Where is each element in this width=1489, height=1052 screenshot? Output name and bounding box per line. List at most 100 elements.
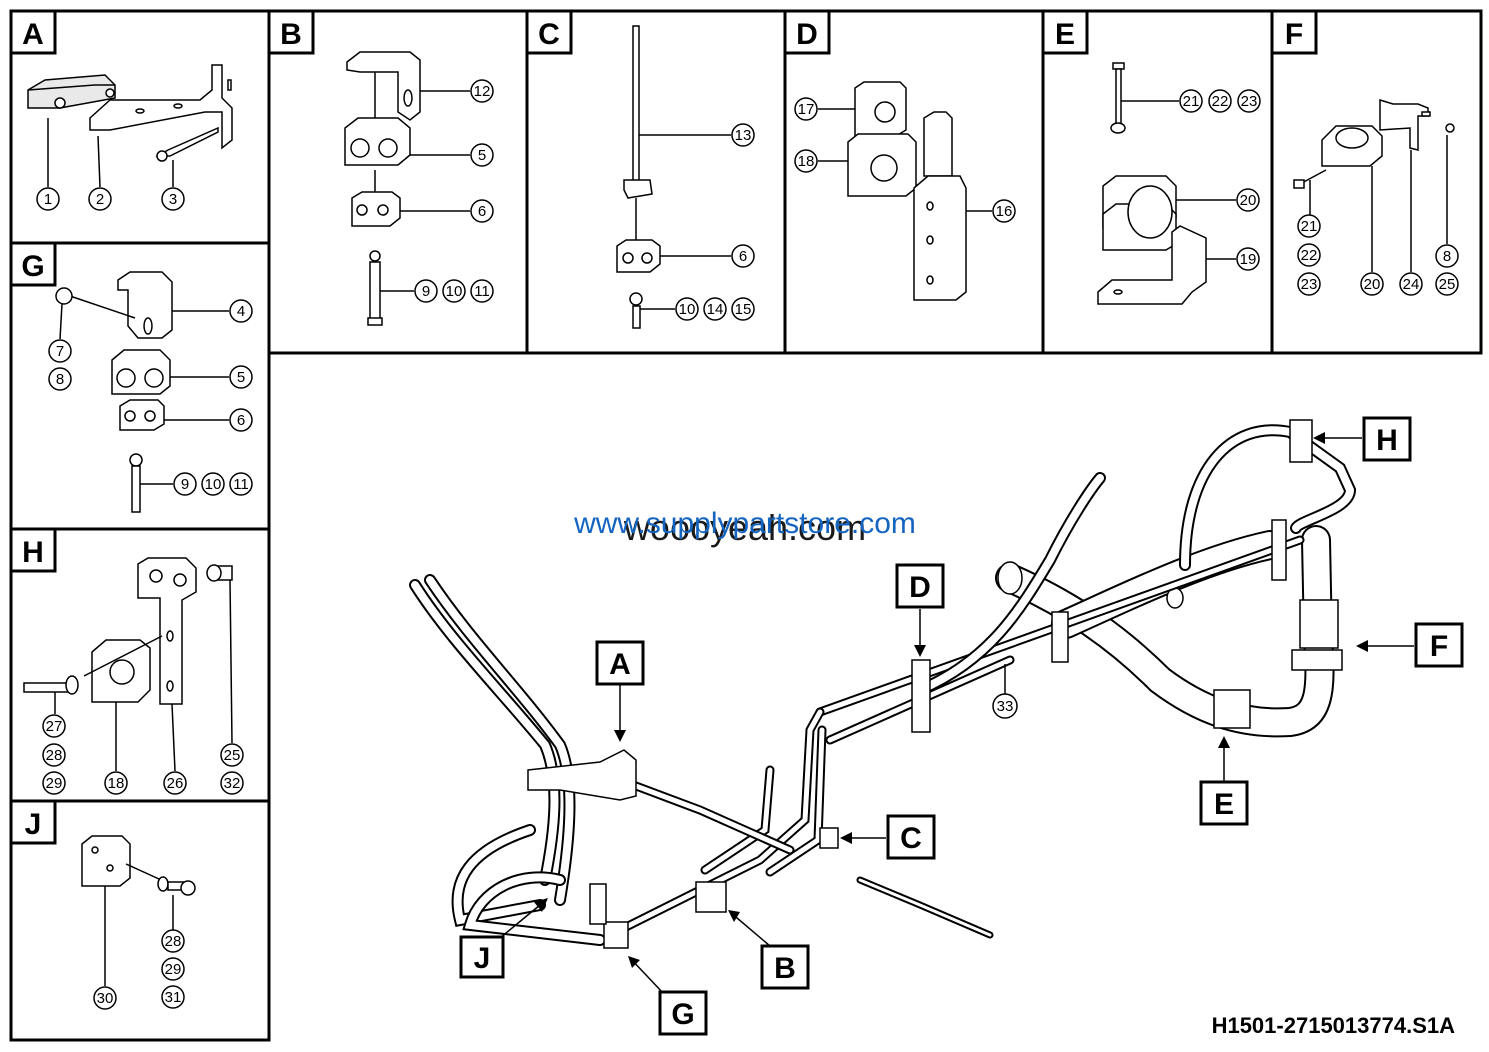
- svg-text:10: 10: [679, 301, 696, 318]
- svg-text:10: 10: [205, 476, 222, 493]
- main-callout-h: H: [1313, 416, 1412, 462]
- svg-text:27: 27: [46, 718, 63, 735]
- svg-text:30: 30: [97, 990, 114, 1007]
- panel-c-frame: [525, 9, 787, 355]
- main-callout-g: G: [628, 956, 708, 1036]
- panel-e-label: E: [1041, 9, 1089, 55]
- svg-text:E: E: [1214, 788, 1234, 821]
- svg-text:H: H: [22, 536, 44, 569]
- panel-h-callouts: 27 28 29 18 26 25 32: [42, 579, 244, 795]
- svg-text:5: 5: [237, 369, 245, 386]
- svg-text:28: 28: [46, 747, 63, 764]
- svg-text:4: 4: [237, 303, 245, 320]
- svg-text:C: C: [538, 18, 560, 51]
- svg-text:B: B: [774, 952, 796, 985]
- svg-text:25: 25: [224, 747, 241, 764]
- main-callout-j: J: [459, 898, 548, 979]
- svg-text:J: J: [25, 808, 42, 841]
- main-callout-e: E: [1199, 736, 1249, 826]
- main-callout-d: D: [895, 563, 945, 657]
- svg-text:6: 6: [237, 412, 245, 429]
- svg-text:B: B: [280, 18, 302, 51]
- watermark-secondary: www.supplypartstore.com: [573, 507, 916, 540]
- svg-text:D: D: [909, 571, 931, 604]
- svg-text:28: 28: [165, 933, 182, 950]
- svg-text:7: 7: [56, 343, 64, 360]
- panel-j-callouts: 30 28 29 31: [93, 886, 185, 1010]
- svg-text:33: 33: [997, 698, 1014, 715]
- svg-text:32: 32: [224, 775, 241, 792]
- svg-text:21: 21: [1301, 218, 1318, 235]
- panel-f-frame: [1270, 9, 1483, 355]
- svg-text:11: 11: [233, 476, 249, 493]
- panel-c-drawing: [616, 25, 661, 329]
- svg-text:13: 13: [735, 127, 752, 144]
- svg-text:3: 3: [169, 191, 177, 208]
- svg-text:26: 26: [167, 775, 184, 792]
- panel-a-label: A: [9, 9, 57, 55]
- svg-text:F: F: [1285, 18, 1303, 51]
- panel-e-callouts: 21 22 23 20 19: [1121, 89, 1261, 271]
- svg-text:1: 1: [44, 191, 52, 208]
- svg-text:23: 23: [1241, 93, 1258, 110]
- panel-d-label: D: [783, 9, 831, 55]
- panel-f-label: F: [1270, 9, 1318, 55]
- svg-text:6: 6: [739, 248, 747, 265]
- svg-text:F: F: [1430, 630, 1448, 663]
- svg-text:22: 22: [1301, 247, 1318, 264]
- panel-g-drawing: [55, 271, 173, 513]
- svg-text:D: D: [796, 18, 818, 51]
- main-assembly: [409, 419, 1357, 949]
- svg-text:C: C: [900, 822, 922, 855]
- panel-j-drawing: [81, 835, 196, 896]
- panel-d-callouts: 17 18 16: [794, 97, 1016, 223]
- panel-h-drawing: [23, 557, 233, 705]
- svg-text:29: 29: [46, 775, 63, 792]
- svg-text:24: 24: [1403, 276, 1420, 293]
- svg-text:18: 18: [798, 153, 815, 170]
- svg-text:A: A: [22, 18, 44, 51]
- panel-f-callouts: 21 22 23 20 24 8 25: [1297, 135, 1459, 296]
- panel-h-label: H: [9, 527, 57, 573]
- svg-text:14: 14: [707, 301, 724, 318]
- panel-g-label: G: [9, 241, 57, 287]
- panel-b-drawing: [344, 51, 421, 326]
- svg-text:31: 31: [165, 989, 182, 1006]
- panel-d-drawing: [847, 81, 967, 301]
- svg-text:22: 22: [1212, 93, 1229, 110]
- svg-text:10: 10: [446, 283, 463, 300]
- svg-text:9: 9: [422, 283, 430, 300]
- svg-text:18: 18: [108, 775, 125, 792]
- svg-text:G: G: [21, 250, 44, 283]
- svg-text:25: 25: [1439, 276, 1456, 293]
- panel-a-drawing: [27, 64, 233, 162]
- svg-text:21: 21: [1183, 93, 1200, 110]
- svg-text:23: 23: [1301, 276, 1318, 293]
- svg-text:20: 20: [1364, 276, 1381, 293]
- svg-text:16: 16: [996, 203, 1013, 220]
- panel-f-drawing: [1293, 98, 1455, 189]
- panel-a-callouts: 1 2 3: [36, 118, 185, 211]
- main-callout-f: F: [1356, 622, 1464, 668]
- svg-text:J: J: [474, 942, 491, 975]
- main-callout-c: C: [840, 814, 936, 860]
- svg-text:17: 17: [798, 101, 815, 118]
- svg-text:E: E: [1055, 18, 1075, 51]
- panel-e-drawing: [1097, 62, 1207, 305]
- svg-text:H: H: [1376, 424, 1398, 457]
- panel-j-label: J: [9, 799, 57, 845]
- main-callout-b: B: [728, 910, 810, 990]
- main-callout-a: A: [595, 640, 645, 742]
- svg-text:11: 11: [474, 283, 490, 300]
- svg-text:19: 19: [1240, 251, 1257, 268]
- panel-g-callouts: 4 7 8 5 6 9 10 11: [48, 299, 253, 496]
- svg-text:12: 12: [474, 83, 491, 100]
- svg-text:9: 9: [181, 476, 189, 493]
- watermark-primary: woooyeah.com: [623, 507, 866, 548]
- svg-text:2: 2: [96, 191, 104, 208]
- svg-text:5: 5: [478, 147, 486, 164]
- svg-text:6: 6: [478, 203, 486, 220]
- svg-text:G: G: [671, 998, 694, 1031]
- svg-text:A: A: [609, 648, 631, 681]
